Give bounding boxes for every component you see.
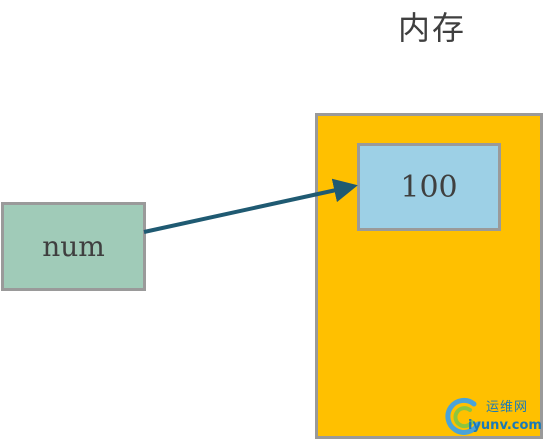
variable-name: num xyxy=(42,230,105,263)
watermark: 运维网 iyunv.com xyxy=(444,396,548,442)
watermark-url: iyunv.com xyxy=(468,418,542,433)
watermark-logo-icon xyxy=(445,397,481,435)
watermark-site-name: 运维网 xyxy=(486,400,529,415)
memory-title: 内存 xyxy=(398,9,467,47)
memory-value-box: 100 xyxy=(357,143,501,231)
variable-box: num xyxy=(1,202,146,291)
memory-value: 100 xyxy=(400,169,458,205)
